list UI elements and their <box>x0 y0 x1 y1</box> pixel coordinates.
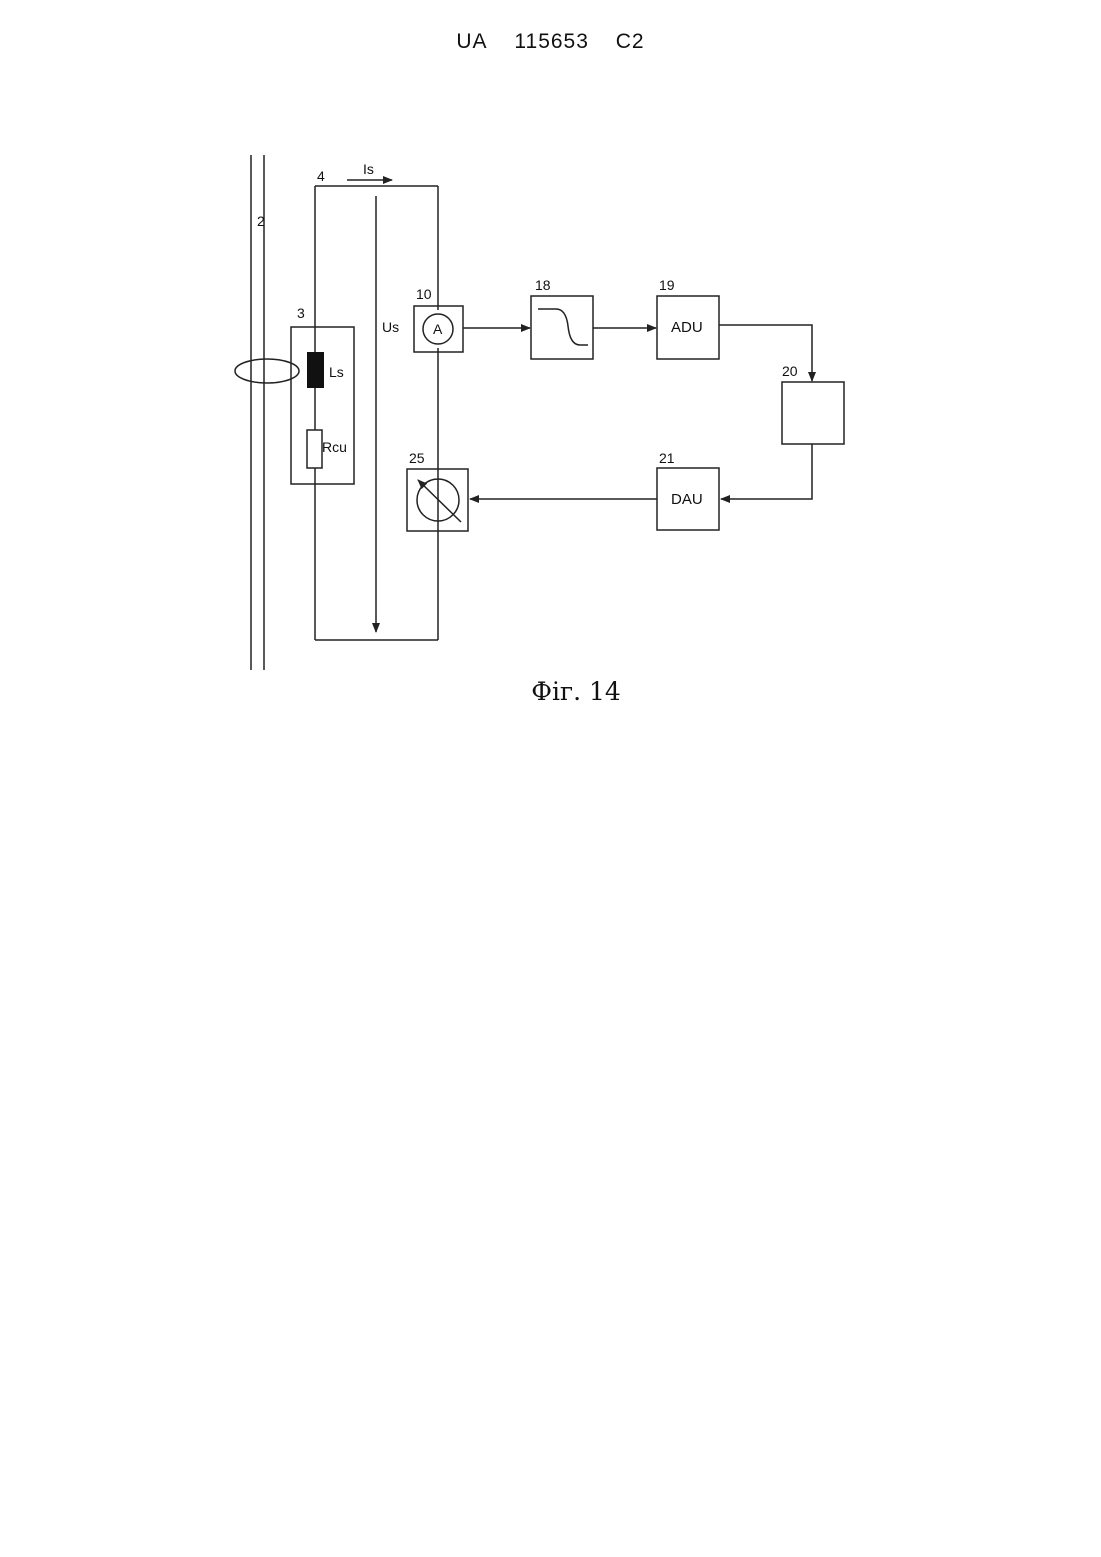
ammeter-symbol: A <box>433 321 443 337</box>
adc-name: ADU <box>671 319 703 336</box>
dac-name: DAU <box>671 491 703 508</box>
voltage-label: Us <box>382 319 399 335</box>
figure-caption: Фіг. 14 <box>531 677 621 706</box>
conductor-2 <box>251 155 264 670</box>
processor-box <box>782 382 844 444</box>
filter-box <box>531 296 593 359</box>
dac-ref: 21 <box>659 450 675 466</box>
sensor-core-ellipse <box>235 359 299 383</box>
filter-ref: 18 <box>535 277 551 293</box>
current-label: Is <box>363 161 374 177</box>
processor-ref: 20 <box>782 363 798 379</box>
conductor-label: 2 <box>257 213 265 229</box>
ammeter-ref: 10 <box>416 286 432 302</box>
lowpass-filter-icon <box>538 309 588 345</box>
adc-ref: 19 <box>659 277 675 293</box>
resistance-element <box>307 430 322 468</box>
inductance-element <box>307 352 324 388</box>
loop-label: 4 <box>317 168 325 184</box>
resistance-label: Rcu <box>322 439 347 455</box>
sensor-block-label: 3 <box>297 305 305 321</box>
source-ref: 25 <box>409 450 425 466</box>
inductance-label: Ls <box>329 364 344 380</box>
signal-connections <box>463 325 812 499</box>
